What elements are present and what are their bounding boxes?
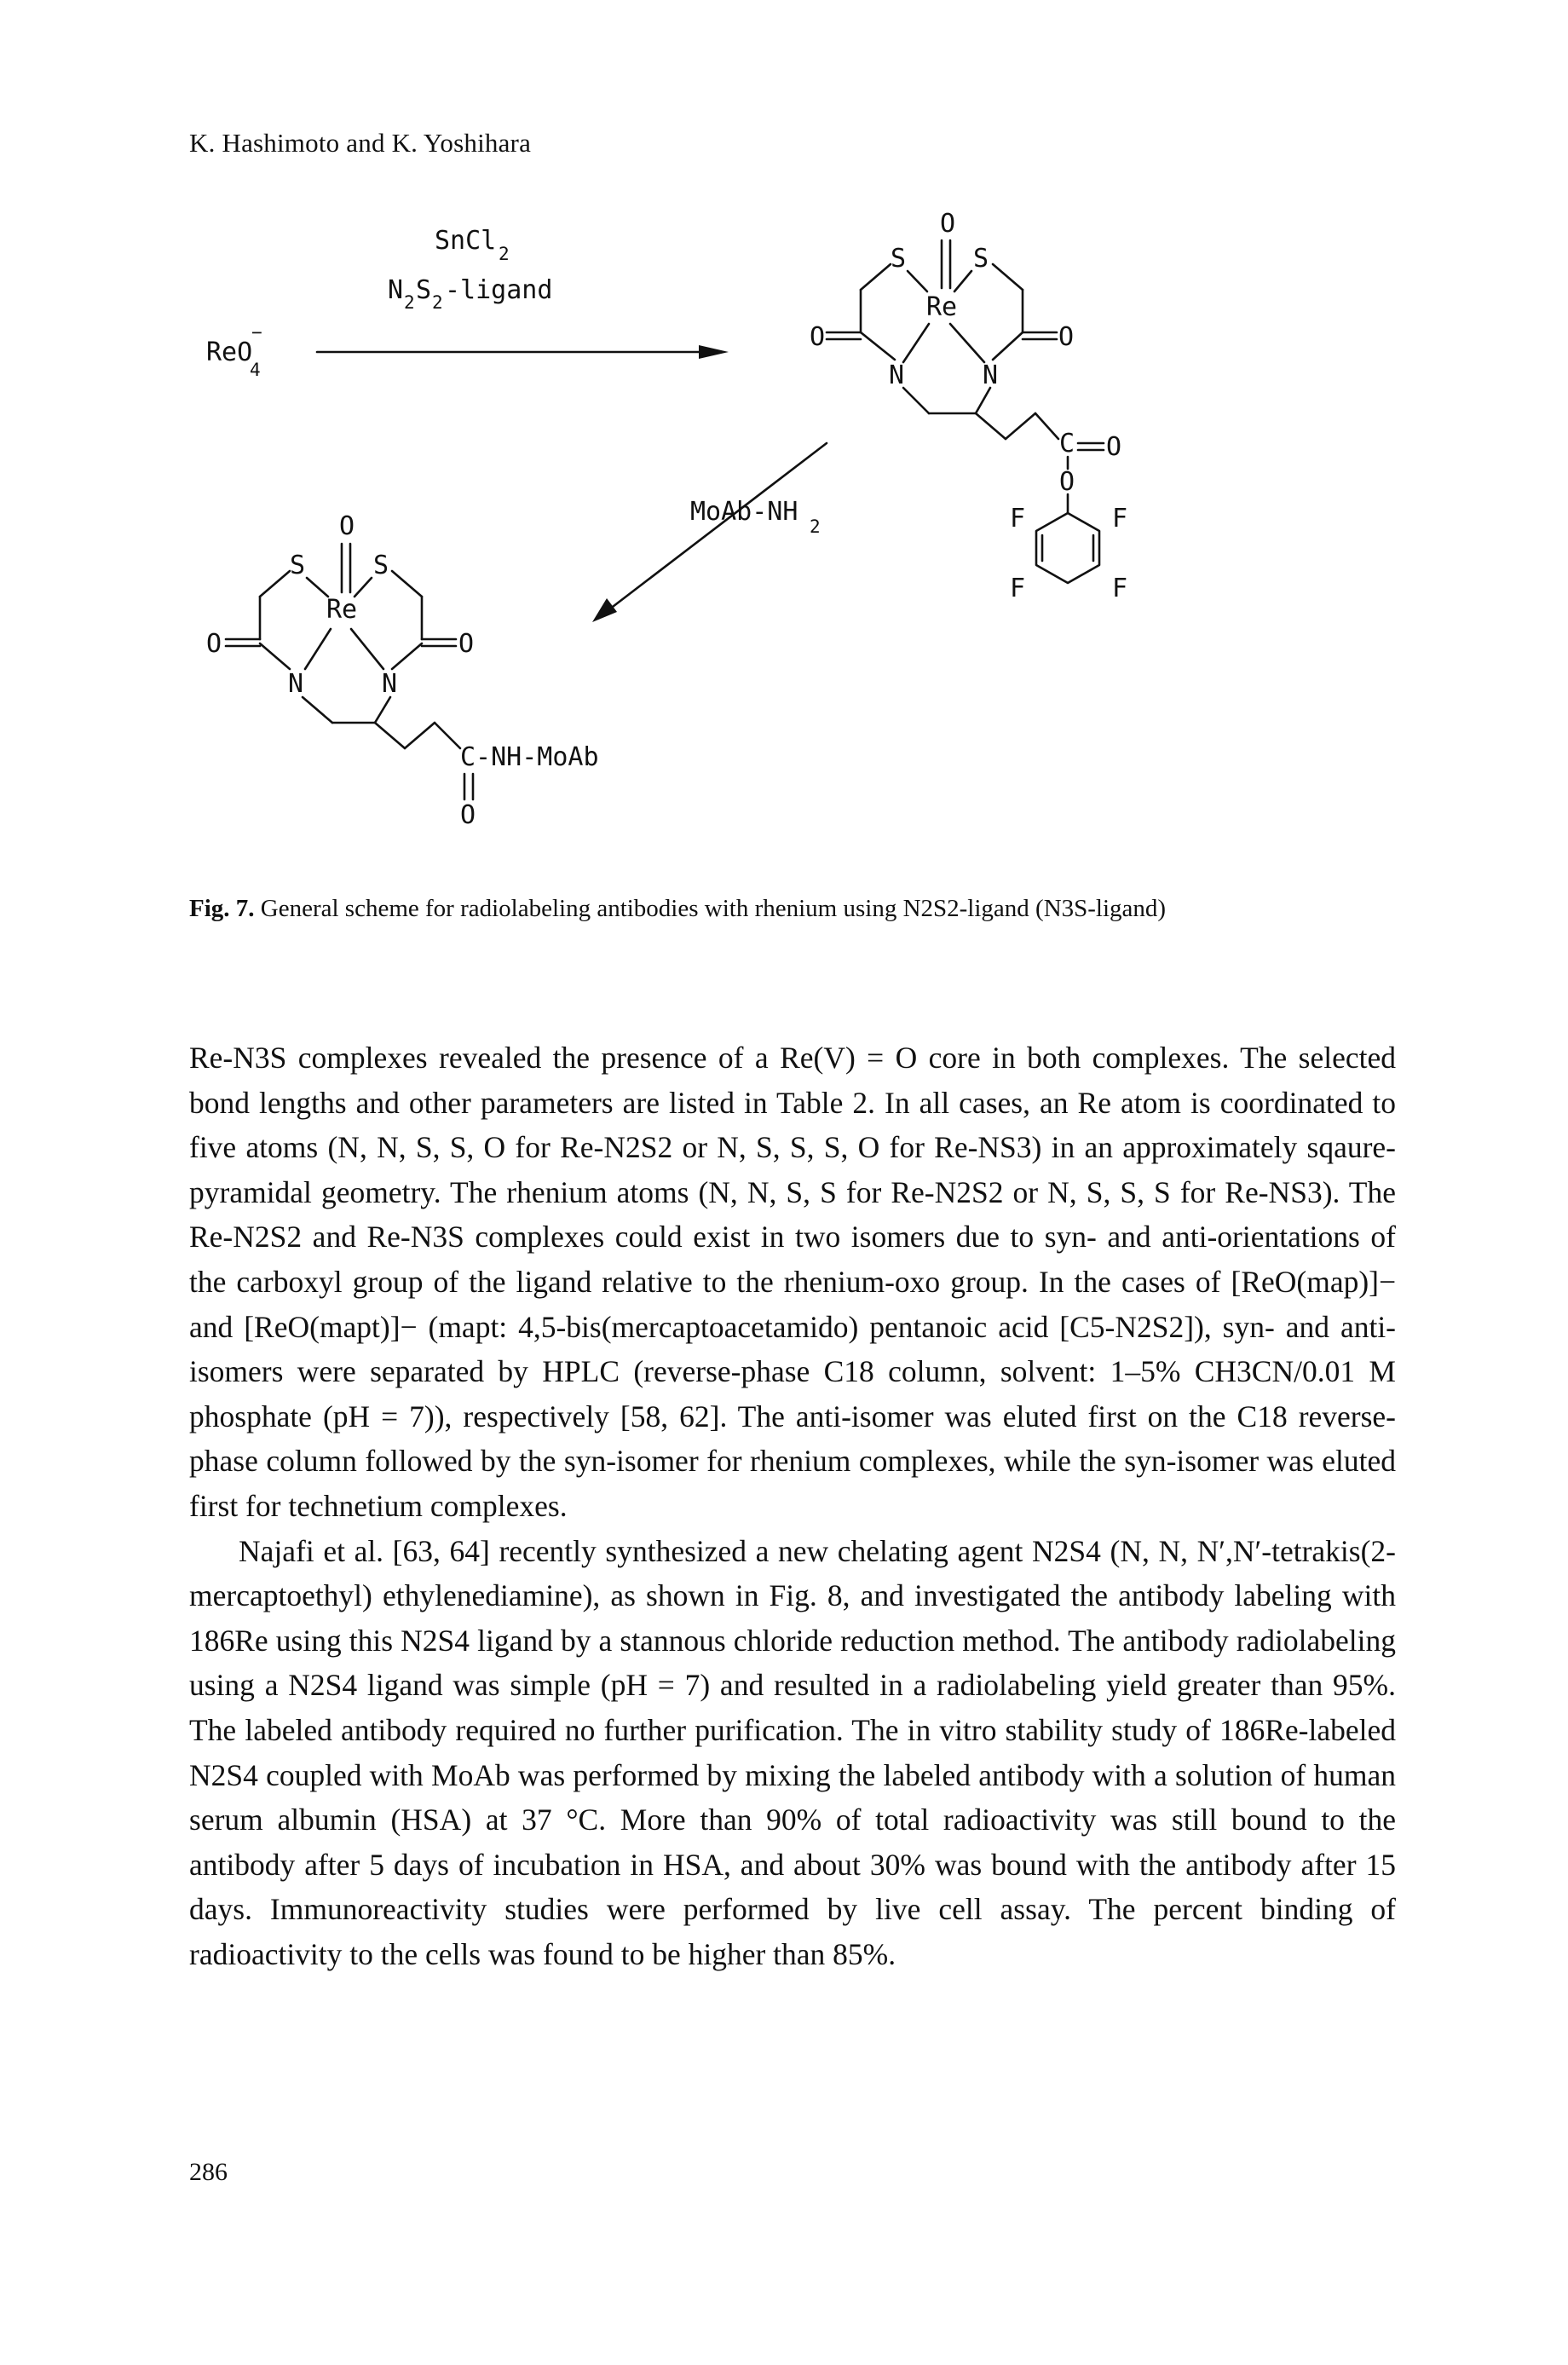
paragraph-2: Najafi et al. [63, 64] recently synthesi…	[189, 1533, 1396, 1971]
intermediate-re-complex: O Re S S O O N N	[810, 209, 1127, 603]
svg-text:2: 2	[499, 244, 510, 264]
svg-text:O: O	[460, 800, 476, 830]
svg-text:S: S	[891, 244, 906, 274]
body-text: Re-N3S complexes revealed the presence o…	[189, 1035, 1396, 1976]
svg-text:S: S	[373, 551, 389, 580]
figure-caption: Fig. 7. General scheme for radiolabeling…	[189, 893, 1399, 924]
product-re-mab-conjugate: O Re S S O O N N	[206, 511, 599, 830]
svg-text:O: O	[206, 629, 222, 659]
svg-text:−: −	[251, 322, 262, 343]
svg-text:N: N	[889, 361, 904, 390]
svg-text:S: S	[290, 551, 305, 580]
svg-text:N: N	[382, 669, 397, 699]
svg-text:O: O	[1059, 467, 1075, 497]
reagent-labels: SnCl 2 N 2 S 2 -ligand	[388, 226, 552, 313]
svg-text:F: F	[1112, 504, 1127, 534]
running-header: K. Hashimoto and K. Yoshihara	[189, 128, 532, 158]
svg-text:2: 2	[432, 292, 443, 313]
svg-text:O: O	[810, 322, 825, 352]
svg-text:S: S	[973, 244, 989, 274]
svg-text:2: 2	[404, 292, 415, 313]
reaction-scheme-svg: ReO 4 − SnCl 2 N 2 S 2 -ligand O Re S S	[206, 209, 1127, 830]
svg-text:O: O	[940, 209, 955, 239]
svg-text:F: F	[1010, 574, 1025, 603]
svg-text:N: N	[288, 669, 303, 699]
reaction-arrow-right	[315, 345, 729, 359]
reaction-scheme-figure: ReO 4 − SnCl 2 N 2 S 2 -ligand O Re S S	[162, 196, 1398, 912]
page-number: 286	[189, 2158, 228, 2186]
paragraph-1: Re-N3S complexes revealed the presence o…	[189, 1041, 1396, 1523]
svg-text:N: N	[388, 275, 403, 305]
svg-text:4: 4	[250, 360, 261, 380]
figure-caption-text: General scheme for radiolabeling antibod…	[260, 895, 1167, 922]
svg-text:Re: Re	[926, 292, 957, 322]
svg-text:ReO: ReO	[206, 337, 252, 367]
svg-text:S: S	[416, 275, 431, 305]
figure-caption-label: Fig. 7.	[189, 895, 255, 922]
svg-text:O: O	[458, 629, 474, 659]
svg-text:-ligand: -ligand	[445, 275, 552, 305]
amide-label: C-NH-MoAb	[460, 742, 599, 772]
svg-text:O: O	[1106, 432, 1121, 462]
svg-text:O: O	[339, 511, 355, 541]
svg-text:F: F	[1010, 504, 1025, 534]
svg-text:SnCl: SnCl	[435, 226, 496, 256]
reaction-arrow-diagonal: MoAb-NH 2	[592, 441, 828, 622]
svg-text:O: O	[1058, 322, 1074, 352]
svg-text:F: F	[1112, 574, 1127, 603]
svg-text:N: N	[983, 361, 998, 390]
svg-text:2: 2	[810, 516, 821, 537]
svg-text:MoAb-NH: MoAb-NH	[690, 497, 798, 527]
svg-text:Re: Re	[326, 595, 357, 625]
svg-text:C: C	[1059, 429, 1075, 459]
reactant-reo4: ReO 4 −	[206, 322, 262, 380]
